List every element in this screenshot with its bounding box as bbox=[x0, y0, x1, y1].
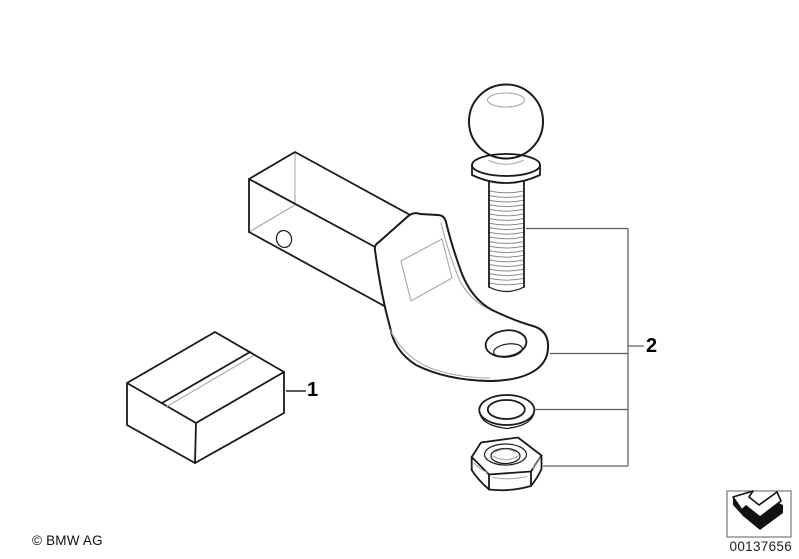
document-number: 00137656 bbox=[729, 539, 792, 554]
threaded-shank bbox=[488, 177, 525, 293]
box-seam bbox=[161, 351, 251, 404]
callout-label-2[interactable]: 2 bbox=[646, 335, 658, 357]
parts-box bbox=[126, 331, 285, 464]
ball-collar bbox=[471, 153, 541, 184]
tube-pin-hole bbox=[275, 229, 293, 249]
bracket-window bbox=[400, 238, 453, 302]
bmw-copyright: © BMW AG bbox=[32, 533, 103, 548]
callout-label-1[interactable]: 1 bbox=[307, 379, 319, 401]
direction-arrow-icon bbox=[726, 490, 792, 538]
hex-nut bbox=[470, 436, 543, 492]
hitch-ball bbox=[468, 83, 544, 160]
ball-mount-bracket bbox=[373, 212, 550, 382]
shank-threads bbox=[489, 190, 524, 286]
tongue-hole-bore bbox=[493, 343, 523, 358]
leader-lines-2 bbox=[526, 227, 644, 467]
washer bbox=[478, 394, 536, 430]
tongue-hole bbox=[484, 329, 528, 358]
